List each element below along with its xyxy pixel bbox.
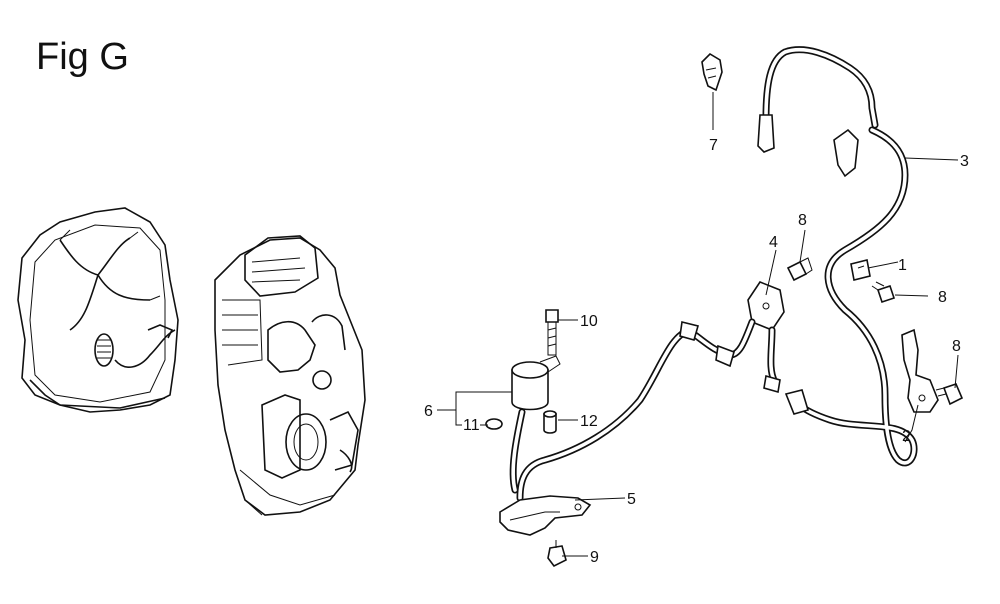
part-7-terminal-clip <box>701 52 723 92</box>
callout-1: 1 <box>898 257 907 274</box>
callout-2: 2 <box>902 428 911 445</box>
part-3-wire-harness <box>757 46 918 467</box>
part-8-bolt-lower <box>935 383 964 406</box>
callout-8-upper: 8 <box>798 212 807 229</box>
part-6-coil <box>511 355 561 411</box>
callout-8-middle: 8 <box>938 289 947 306</box>
part-2-bracket <box>901 328 939 413</box>
engine-block-illustration <box>214 235 366 516</box>
connecting-wire <box>509 318 781 502</box>
part-1-plate <box>850 259 871 281</box>
callout-3: 3 <box>960 153 969 170</box>
callout-5: 5 <box>627 491 636 508</box>
leader-lines <box>437 92 959 557</box>
part-11-washer <box>485 418 503 430</box>
part-8-bolt-middle <box>871 281 896 304</box>
part-5-mounting-plate <box>499 495 592 536</box>
part-10-bolt <box>545 309 559 356</box>
callout-10: 10 <box>580 313 598 330</box>
figure-title: Fig G <box>36 36 129 78</box>
part-9-bolt <box>547 540 567 568</box>
callout-8-lower: 8 <box>952 338 961 355</box>
callout-4: 4 <box>769 234 778 251</box>
callout-7: 7 <box>709 137 718 154</box>
callout-11: 11 <box>463 417 480 434</box>
callout-labels: 1 2 3 4 5 6 7 8 8 8 9 10 11 12 <box>424 137 969 566</box>
part-8-bolt-upper <box>786 257 813 282</box>
engine-fan-housing-illustration <box>17 207 179 413</box>
callout-12: 12 <box>580 413 598 430</box>
part-12-collar <box>543 410 557 434</box>
callout-6: 6 <box>424 403 433 420</box>
callout-9: 9 <box>590 549 599 566</box>
